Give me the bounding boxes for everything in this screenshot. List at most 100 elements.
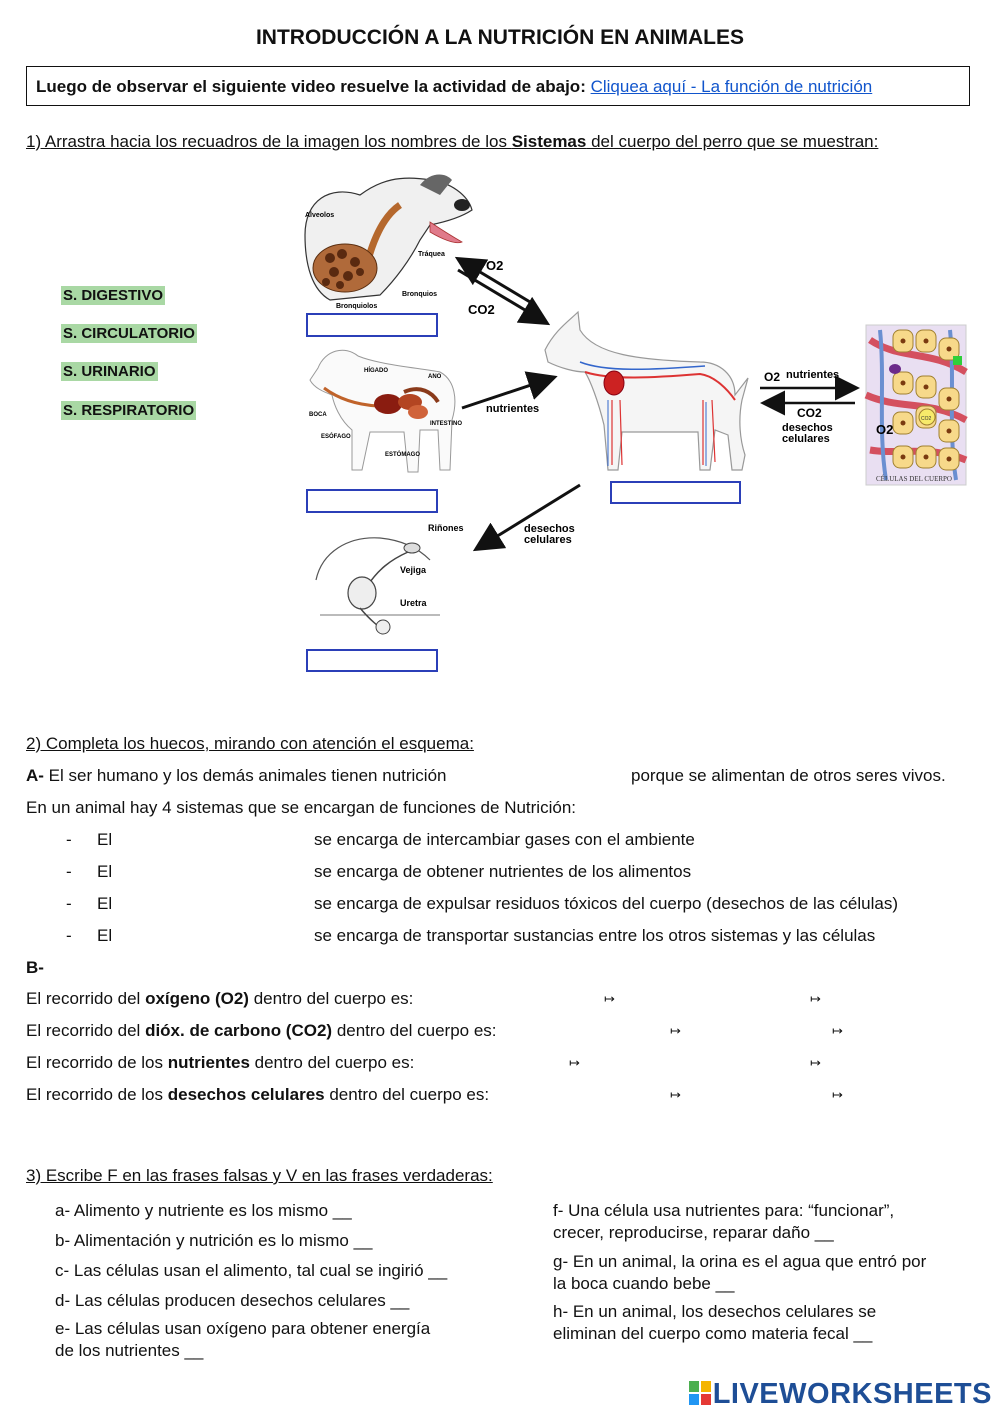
- route-co2-arrow-2: ↦: [832, 1023, 843, 1038]
- dropbox-urinary[interactable]: [306, 649, 438, 672]
- dropbox-circulatory[interactable]: [610, 481, 741, 504]
- label-cell-o2: O2: [876, 422, 893, 437]
- route-nutrientes-post: dentro del cuerpo es:: [249, 1053, 415, 1072]
- route-nutrientes-pre: El recorrido de los: [26, 1053, 168, 1072]
- label-nutrientes-cells: nutrientes: [786, 369, 839, 381]
- label-vejiga: Vejiga: [400, 565, 427, 575]
- route-nutrientes-bold: nutrientes: [167, 1053, 250, 1072]
- label-bronquios: Bronquios: [402, 291, 437, 298]
- label-cells: CÉLULAS DEL CUERPO: [876, 475, 952, 483]
- drag-label-circulatorio[interactable]: S. CIRCULATORIO: [61, 324, 197, 343]
- q2-heading: 2) Completa los huecos, mirando con aten…: [26, 734, 474, 753]
- page-title: INTRODUCCIÓN A LA NUTRICIÓN EN ANIMALES: [255, 26, 745, 49]
- drag-label-digestivo[interactable]: S. DIGESTIVO: [61, 286, 166, 305]
- digestive-illustration: HÍGADO ANO BOCA INTESTINO ESÓFAGO ESTÓMA…: [309, 349, 462, 473]
- q3-item-d: d- Las células producen desechos celular…: [55, 1291, 410, 1310]
- q3-item-e-line2: de los nutrientes __: [55, 1341, 204, 1360]
- q3-item-h-line2: eliminan del cuerpo como materia fecal _…: [553, 1324, 873, 1343]
- q2-item-1-text: se encarga de intercambiar gases con el …: [314, 830, 695, 849]
- label-o2-respiratory: O2: [486, 258, 503, 273]
- label-desechos-cells-2: celulares: [782, 433, 830, 445]
- body-cells-illustration: CO2 O2 CÉLULAS DEL CUERPO: [864, 324, 968, 486]
- arrow-co2-out: [454, 256, 536, 307]
- label-uretra: Uretra: [400, 598, 428, 608]
- label-desechos-1: desechos: [524, 523, 575, 535]
- label-desechos-cells-1: desechos: [782, 422, 833, 434]
- route-desechos-pre: El recorrido de los: [26, 1085, 168, 1104]
- drag-label-urinario[interactable]: S. URINARIO: [61, 362, 158, 381]
- q1-heading-pre: 1) Arrastra hacia los recuadros de la im…: [26, 132, 512, 151]
- route-desechos: El recorrido de los desechos celulares d…: [26, 1085, 489, 1105]
- q2-a-text2: porque se alimentan de otros seres vivos…: [631, 766, 946, 785]
- q2-item-1-dash: -: [66, 830, 72, 849]
- arrow-desechos: [472, 483, 581, 552]
- video-instruction-box: Luego de observar el siguiente video res…: [26, 66, 970, 106]
- label-co2-cells: CO2: [797, 406, 822, 420]
- route-o2-bold: oxígeno (O2): [145, 989, 249, 1008]
- label-esofago: ESÓFAGO: [321, 432, 351, 440]
- q2-intro: En un animal hay 4 sistemas que se encar…: [26, 798, 576, 817]
- respiratory-illustration: Alveolos Tráquea Bronquios Bronquiolos: [304, 174, 473, 310]
- circulatory-illustration: [544, 310, 749, 471]
- route-co2-post: dentro del cuerpo es:: [332, 1021, 497, 1040]
- q1-heading-bold: Sistemas: [511, 132, 587, 151]
- q1-heading-post: del cuerpo del perro que se muestran:: [586, 132, 879, 151]
- q3-item-c: c- Las células usan el alimento, tal cua…: [55, 1261, 448, 1280]
- label-boca: BOCA: [309, 412, 327, 418]
- route-nutrientes-arrow-1: ↦: [569, 1055, 580, 1070]
- liveworksheets-logo: LIVEWORKSHEETS: [688, 1378, 992, 1411]
- route-desechos-arrow-1: ↦: [670, 1087, 681, 1102]
- dropbox-respiratory[interactable]: [306, 313, 438, 337]
- q1-heading: 1) Arrastra hacia los recuadros de la im…: [26, 132, 878, 152]
- label-rinones: Riñones: [428, 523, 464, 533]
- q2-a-label: A-: [26, 766, 44, 785]
- route-o2-pre: El recorrido del: [26, 989, 146, 1008]
- q2-item-2-el: El: [97, 862, 113, 881]
- route-desechos-bold: desechos celulares: [167, 1085, 325, 1104]
- label-ano: ANO: [428, 374, 442, 380]
- q2-b-label: B-: [26, 958, 44, 977]
- q3-item-g-line2: la boca cuando bebe __: [553, 1274, 735, 1293]
- route-co2-bold: dióx. de carbono (CO2): [145, 1021, 333, 1040]
- route-o2: El recorrido del oxígeno (O2) dentro del…: [26, 989, 413, 1009]
- q3-item-e-line1: e- Las células usan oxígeno para obtener…: [55, 1319, 431, 1338]
- q3-item-f-line1: f- Una célula usa nutrientes para: “func…: [553, 1201, 895, 1220]
- q2-item-4-dash: -: [66, 926, 72, 945]
- route-co2-pre: El recorrido del: [26, 1021, 146, 1040]
- q2-item-4-el: El: [97, 926, 113, 945]
- drag-label-respiratorio[interactable]: S. RESPIRATORIO: [61, 401, 197, 420]
- q3-item-g-line1: g- En un animal, la orina es el agua que…: [553, 1252, 927, 1271]
- arrow-nutrientes: [461, 371, 558, 410]
- q3-item-h-line1: h- En un animal, los desechos celulares …: [553, 1302, 877, 1321]
- q3-heading: 3) Escribe F en las frases falsas y V en…: [26, 1166, 493, 1185]
- label-alveolos: Alveolos: [305, 212, 334, 219]
- urinary-illustration: Riñones Vejiga Uretra: [315, 523, 464, 635]
- q2-a-text1: El ser humano y los demás animales tiene…: [43, 766, 447, 785]
- route-o2-arrow-1: ↦: [604, 991, 615, 1006]
- q3-item-b: b- Alimentación y nutrición es lo mismo …: [55, 1231, 373, 1250]
- q2-item-2-dash: -: [66, 862, 72, 881]
- route-co2: El recorrido del dióx. de carbono (CO2) …: [26, 1021, 497, 1041]
- nutrition-diagram: Alveolos Tráquea Bronquios Bronquiolos H…: [304, 174, 968, 672]
- label-co2-respiratory: CO2: [468, 302, 495, 317]
- q2-a-line: A- El ser humano y los demás animales ti…: [26, 766, 447, 786]
- video-prompt: Luego de observar el siguiente video res…: [36, 77, 586, 96]
- label-o2-cells: O2: [764, 370, 780, 384]
- logo-text: LIVEWORKSHEETS: [712, 1378, 992, 1410]
- route-co2-arrow-1: ↦: [670, 1023, 681, 1038]
- q3-item-f-line2: crecer, reproducirse, reparar daño __: [553, 1223, 834, 1242]
- q2-item-3-text: se encarga de expulsar residuos tóxicos …: [314, 894, 898, 913]
- q2-item-1-el: El: [97, 830, 113, 849]
- liveworksheets-badge-icon: [688, 1381, 711, 1405]
- label-cell-co2: CO2: [921, 416, 932, 422]
- q2-item-2-text: se encarga de obtener nutrientes de los …: [314, 862, 692, 881]
- dropbox-digestive[interactable]: [306, 489, 438, 513]
- video-link[interactable]: Cliquea aquí - La función de nutrición: [590, 77, 873, 96]
- label-estomago: ESTÓMAGO: [385, 450, 420, 458]
- label-bronquiolos: Bronquiolos: [336, 303, 377, 310]
- route-nutrientes: El recorrido de los nutrientes dentro de…: [26, 1053, 414, 1073]
- q2-item-3-dash: -: [66, 894, 72, 913]
- route-o2-arrow-2: ↦: [810, 991, 821, 1006]
- label-intestino: INTESTINO: [430, 421, 462, 427]
- label-traquea: Tráquea: [418, 251, 445, 258]
